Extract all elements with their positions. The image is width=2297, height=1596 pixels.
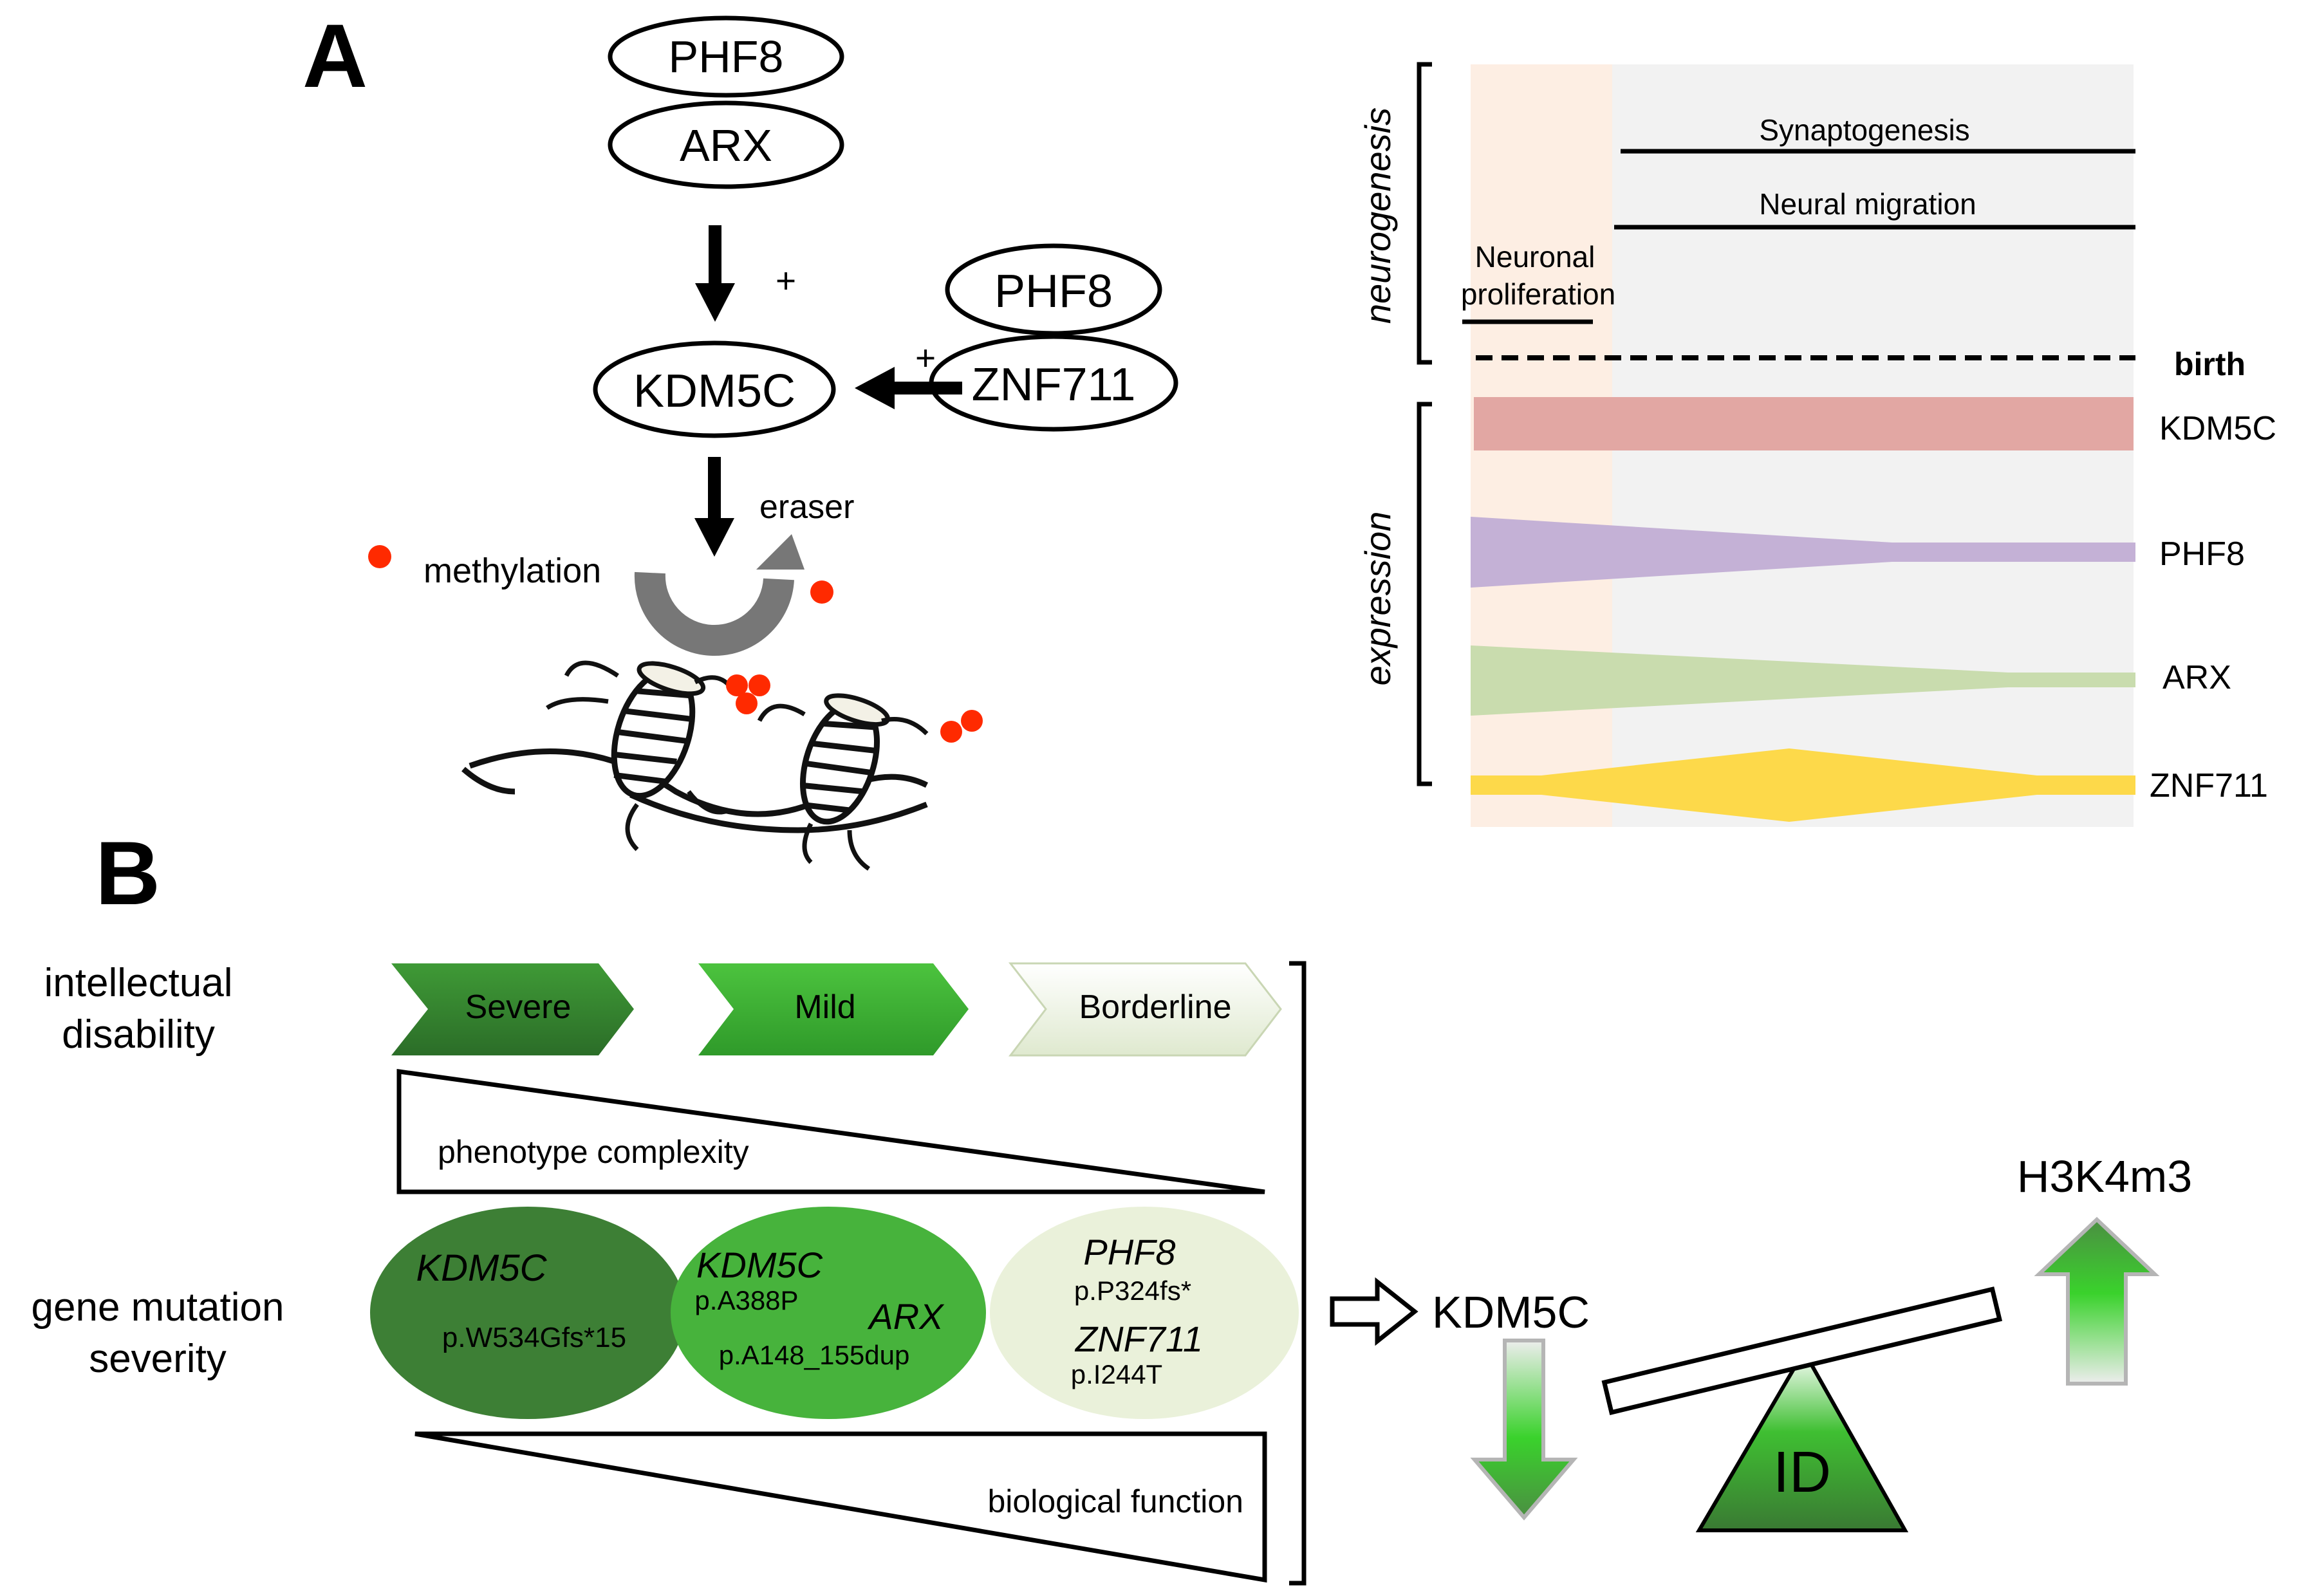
arx-expression-band — [1471, 645, 2135, 716]
severe-gene: KDM5C — [416, 1247, 547, 1289]
nucleosome-illustration — [461, 660, 929, 871]
znf711-expression-label: ZNF711 — [2150, 767, 2268, 804]
biological-function-wedge — [414, 1431, 1267, 1583]
panel-a-label: A — [302, 5, 367, 106]
phf8-ellipse-2 — [945, 243, 1162, 336]
neuronal-proliferation-line1: Neuronal — [1475, 240, 1595, 274]
methylation-label: methylation — [423, 552, 601, 590]
arx-expression-label: ARX — [2162, 659, 2231, 696]
mild-mutation-1: p.A388P — [694, 1285, 798, 1315]
intellectual-disability-line1: intellectual — [44, 961, 233, 1005]
neuronal-proliferation-line2: proliferation — [1461, 277, 1615, 311]
mild-gene-1: KDM5C — [696, 1245, 823, 1285]
mutation-mild-ellipse: KDM5C p.A388P ARX p.A148_155dup — [671, 1207, 986, 1419]
neural-migration-label: Neural migration — [1759, 187, 1976, 221]
phf8-label-2: PHF8 — [994, 266, 1113, 317]
border-gene-2: ZNF711 — [1074, 1319, 1203, 1359]
phenotype-complexity-wedge — [396, 1068, 1265, 1194]
methyl-dot-removed — [810, 580, 833, 604]
border-mutation-1: p.P324fs* — [1074, 1276, 1191, 1306]
znf711-label: ZNF711 — [972, 359, 1136, 411]
chevron-severe — [391, 963, 634, 1055]
phf8-label: PHF8 — [669, 32, 784, 82]
kdm5c-expression-band — [1474, 397, 2134, 450]
arx-ellipse — [608, 100, 844, 189]
phf8-ellipse — [608, 15, 844, 98]
chevron-mild — [698, 963, 969, 1055]
chevron-mild-label: Mild — [794, 988, 855, 1026]
expression-bracket — [1417, 402, 1432, 786]
border-gene-1: PHF8 — [1083, 1232, 1175, 1272]
znf711-expression-band — [1471, 748, 2135, 822]
mild-mutation-2: p.A148_155dup — [719, 1340, 910, 1370]
id-fulcrum-triangle — [1695, 1347, 1909, 1532]
kdm5c-label: KDM5C — [633, 366, 795, 417]
plus-vertical: + — [776, 261, 796, 301]
id-fulcrum-label: ID — [1773, 1440, 1831, 1505]
kdm5c-expression-label: KDM5C — [2159, 410, 2276, 447]
severity-chevrons: Severe Mild Borderline — [391, 962, 1282, 1057]
phf8-arx-complex: PHF8 ARX — [608, 15, 844, 189]
mild-gene-2: ARX — [867, 1296, 945, 1337]
panel-b-bracket — [1289, 961, 1307, 1586]
curved-removal-arrow — [634, 534, 804, 656]
methyl-dot-free — [368, 545, 391, 568]
panel-b-label: B — [95, 822, 160, 923]
eraser-label: eraser — [759, 488, 854, 526]
gene-mutation-severity-line2: severity — [89, 1337, 227, 1381]
synaptogenesis-label: Synaptogenesis — [1759, 113, 1969, 147]
biological-function-label: biological function — [988, 1483, 1244, 1519]
neurogenesis-bracket — [1417, 62, 1432, 365]
histone-methyl-marks — [726, 674, 983, 743]
kdm5c-ellipse — [593, 340, 836, 438]
mutation-severe-ellipse: KDM5C p.W534Gfs*15 — [370, 1207, 685, 1419]
hollow-arrow-right — [1330, 1277, 1418, 1346]
phf8-expression-band — [1471, 517, 2135, 588]
intellectual-disability-line2: disability — [62, 1012, 215, 1057]
phf8-znf711-complex: PHF8 ZNF711 — [929, 243, 1178, 432]
expression-label: expression — [1357, 512, 1398, 686]
h3k4m3-label: H3K4m3 — [2017, 1151, 2192, 1202]
birth-label: birth — [2174, 346, 2246, 382]
mutation-borderline-ellipse: PHF8 p.P324fs* ZNF711 p.I244T — [990, 1207, 1299, 1419]
seesaw-beam — [1601, 1286, 2003, 1415]
chevron-borderline — [1008, 962, 1282, 1057]
arrow-left-to-kdm5c — [855, 367, 962, 409]
kdm5c-balance-label: KDM5C — [1432, 1287, 1590, 1337]
chevron-borderline-label: Borderline — [1079, 988, 1231, 1026]
h3k4m3-up-arrow — [2034, 1216, 2160, 1386]
chevron-severe-label: Severe — [465, 988, 572, 1026]
border-mutation-2: p.I244T — [1071, 1359, 1162, 1389]
arx-label: ARX — [680, 120, 772, 171]
phf8-expression-label: PHF8 — [2159, 535, 2245, 573]
plus-horizontal: + — [915, 338, 936, 378]
severe-mutation: p.W534Gfs*15 — [442, 1322, 626, 1353]
kdm5c-down-arrow — [1470, 1339, 1578, 1521]
phenotype-complexity-label: phenotype complexity — [438, 1134, 749, 1170]
neurogenesis-label: neurogenesis — [1357, 107, 1398, 324]
gene-mutation-severity-line1: gene mutation — [32, 1285, 284, 1330]
arrow-down-eraser — [694, 457, 734, 557]
arrow-down-to-kdm5c — [695, 225, 735, 322]
